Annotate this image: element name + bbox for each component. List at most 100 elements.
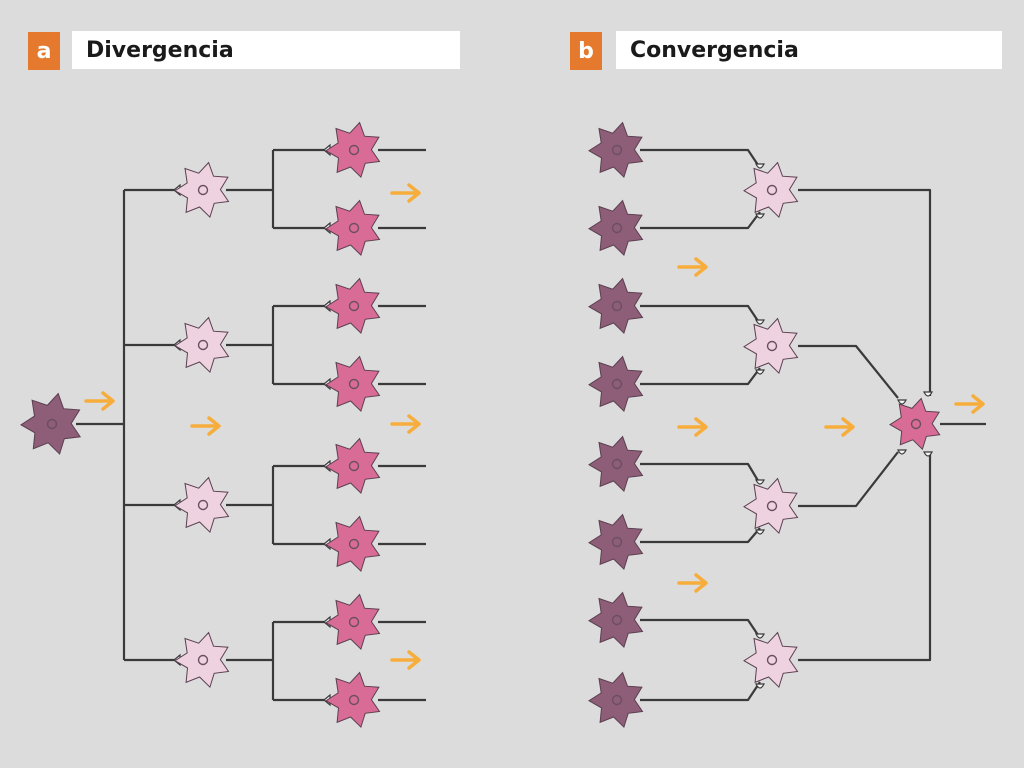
neuron-nucleus — [348, 694, 360, 706]
neuron-nucleus — [611, 694, 623, 706]
neuron-icon — [588, 591, 644, 649]
synapse-icon — [755, 633, 765, 639]
neuron-nucleus — [348, 300, 360, 312]
neuron-icon — [174, 476, 230, 534]
neuron-body — [325, 121, 381, 179]
neuron-icon — [588, 513, 644, 571]
axon-line — [798, 451, 899, 508]
neuron-icon — [174, 631, 230, 689]
arrow-head — [841, 417, 855, 437]
axon-line — [640, 681, 761, 702]
neuron-nucleus — [910, 418, 922, 430]
axon-line — [640, 367, 761, 386]
synapse-icon — [755, 319, 765, 325]
neuron-icon — [588, 199, 644, 257]
axon-line — [640, 304, 761, 325]
arrow-right-icon — [390, 414, 421, 434]
panel-a-title: Divergencia — [72, 31, 460, 69]
neuron-icon — [889, 397, 941, 451]
neuron-nucleus — [766, 340, 778, 352]
neuron-body — [889, 397, 941, 451]
neuron-icon — [174, 161, 230, 219]
synapse-icon — [755, 213, 765, 219]
neuron-body — [588, 513, 644, 571]
neuron-body — [743, 477, 799, 535]
neuron-body — [174, 161, 230, 219]
arrow-right-icon — [824, 417, 855, 437]
neuron-body — [743, 631, 799, 689]
neuron-icon — [325, 199, 381, 257]
neuron-nucleus — [348, 144, 360, 156]
neuron-body — [743, 161, 799, 219]
arrow-right-icon — [677, 417, 708, 437]
neuron-icon — [325, 515, 381, 573]
arrow-head — [694, 417, 708, 437]
neuron-body — [743, 317, 799, 375]
neuron-body — [325, 437, 381, 495]
neuron-icon — [20, 392, 82, 455]
neuron-body — [325, 593, 381, 651]
neuron-body — [325, 199, 381, 257]
synapse-icon — [897, 449, 907, 455]
neuron-icon — [325, 671, 381, 729]
neuron-nucleus — [611, 614, 623, 626]
axon-line — [798, 344, 899, 399]
synapse-icon — [923, 391, 933, 397]
neuron-icon — [325, 121, 381, 179]
arrow-right-icon — [190, 416, 221, 436]
neuron-icon — [743, 317, 799, 375]
neuron-nucleus — [197, 654, 209, 666]
arrow-right-icon — [390, 650, 421, 670]
neuron-icon — [588, 277, 644, 335]
neuron-nucleus — [46, 418, 58, 430]
neuron-nucleus — [611, 222, 623, 234]
neuron-body — [588, 121, 644, 179]
neuron-body — [325, 277, 381, 335]
neuron-body — [325, 355, 381, 413]
neuron-icon — [325, 277, 381, 335]
neuron-body — [588, 199, 644, 257]
neuron-nucleus — [611, 458, 623, 470]
arrow-head — [694, 573, 708, 593]
arrow-head — [207, 416, 221, 436]
neuron-nucleus — [348, 616, 360, 628]
arrow-right-icon — [390, 183, 421, 203]
neuron-nucleus — [766, 184, 778, 196]
arrow-right-icon — [677, 257, 708, 277]
arrow-head — [407, 414, 421, 434]
neuron-body — [588, 277, 644, 335]
synapse-icon — [755, 369, 765, 375]
neuron-nucleus — [766, 500, 778, 512]
neuron-body — [588, 591, 644, 649]
neuron-icon — [174, 316, 230, 374]
arrow-head — [101, 391, 115, 411]
axon-line — [640, 527, 761, 544]
neuron-body — [588, 435, 644, 493]
neuron-icon — [588, 121, 644, 179]
arrow-head — [971, 394, 985, 414]
neuron-body — [174, 631, 230, 689]
neuron-icon — [743, 631, 799, 689]
neuron-nucleus — [348, 460, 360, 472]
panel-b-title: Convergencia — [616, 31, 1002, 69]
neuron-nucleus — [611, 144, 623, 156]
axon-line — [640, 148, 761, 169]
neuron-icon — [588, 671, 644, 729]
neuron-nucleus — [197, 499, 209, 511]
synapse-icon — [897, 399, 907, 405]
neuron-nucleus — [348, 538, 360, 550]
neuron-icon — [325, 355, 381, 413]
neuron-nucleus — [611, 536, 623, 548]
neuron-nucleus — [611, 378, 623, 390]
synapse-icon — [923, 451, 933, 457]
neuron-nucleus — [611, 300, 623, 312]
neuron-body — [174, 316, 230, 374]
neuron-icon — [588, 355, 644, 413]
axon-line — [640, 462, 761, 485]
neuron-body — [174, 476, 230, 534]
arrow-head — [407, 650, 421, 670]
panel-a-badge: a — [28, 32, 60, 70]
synapse-icon — [755, 163, 765, 169]
neuron-nucleus — [197, 339, 209, 351]
neuron-nucleus — [348, 222, 360, 234]
